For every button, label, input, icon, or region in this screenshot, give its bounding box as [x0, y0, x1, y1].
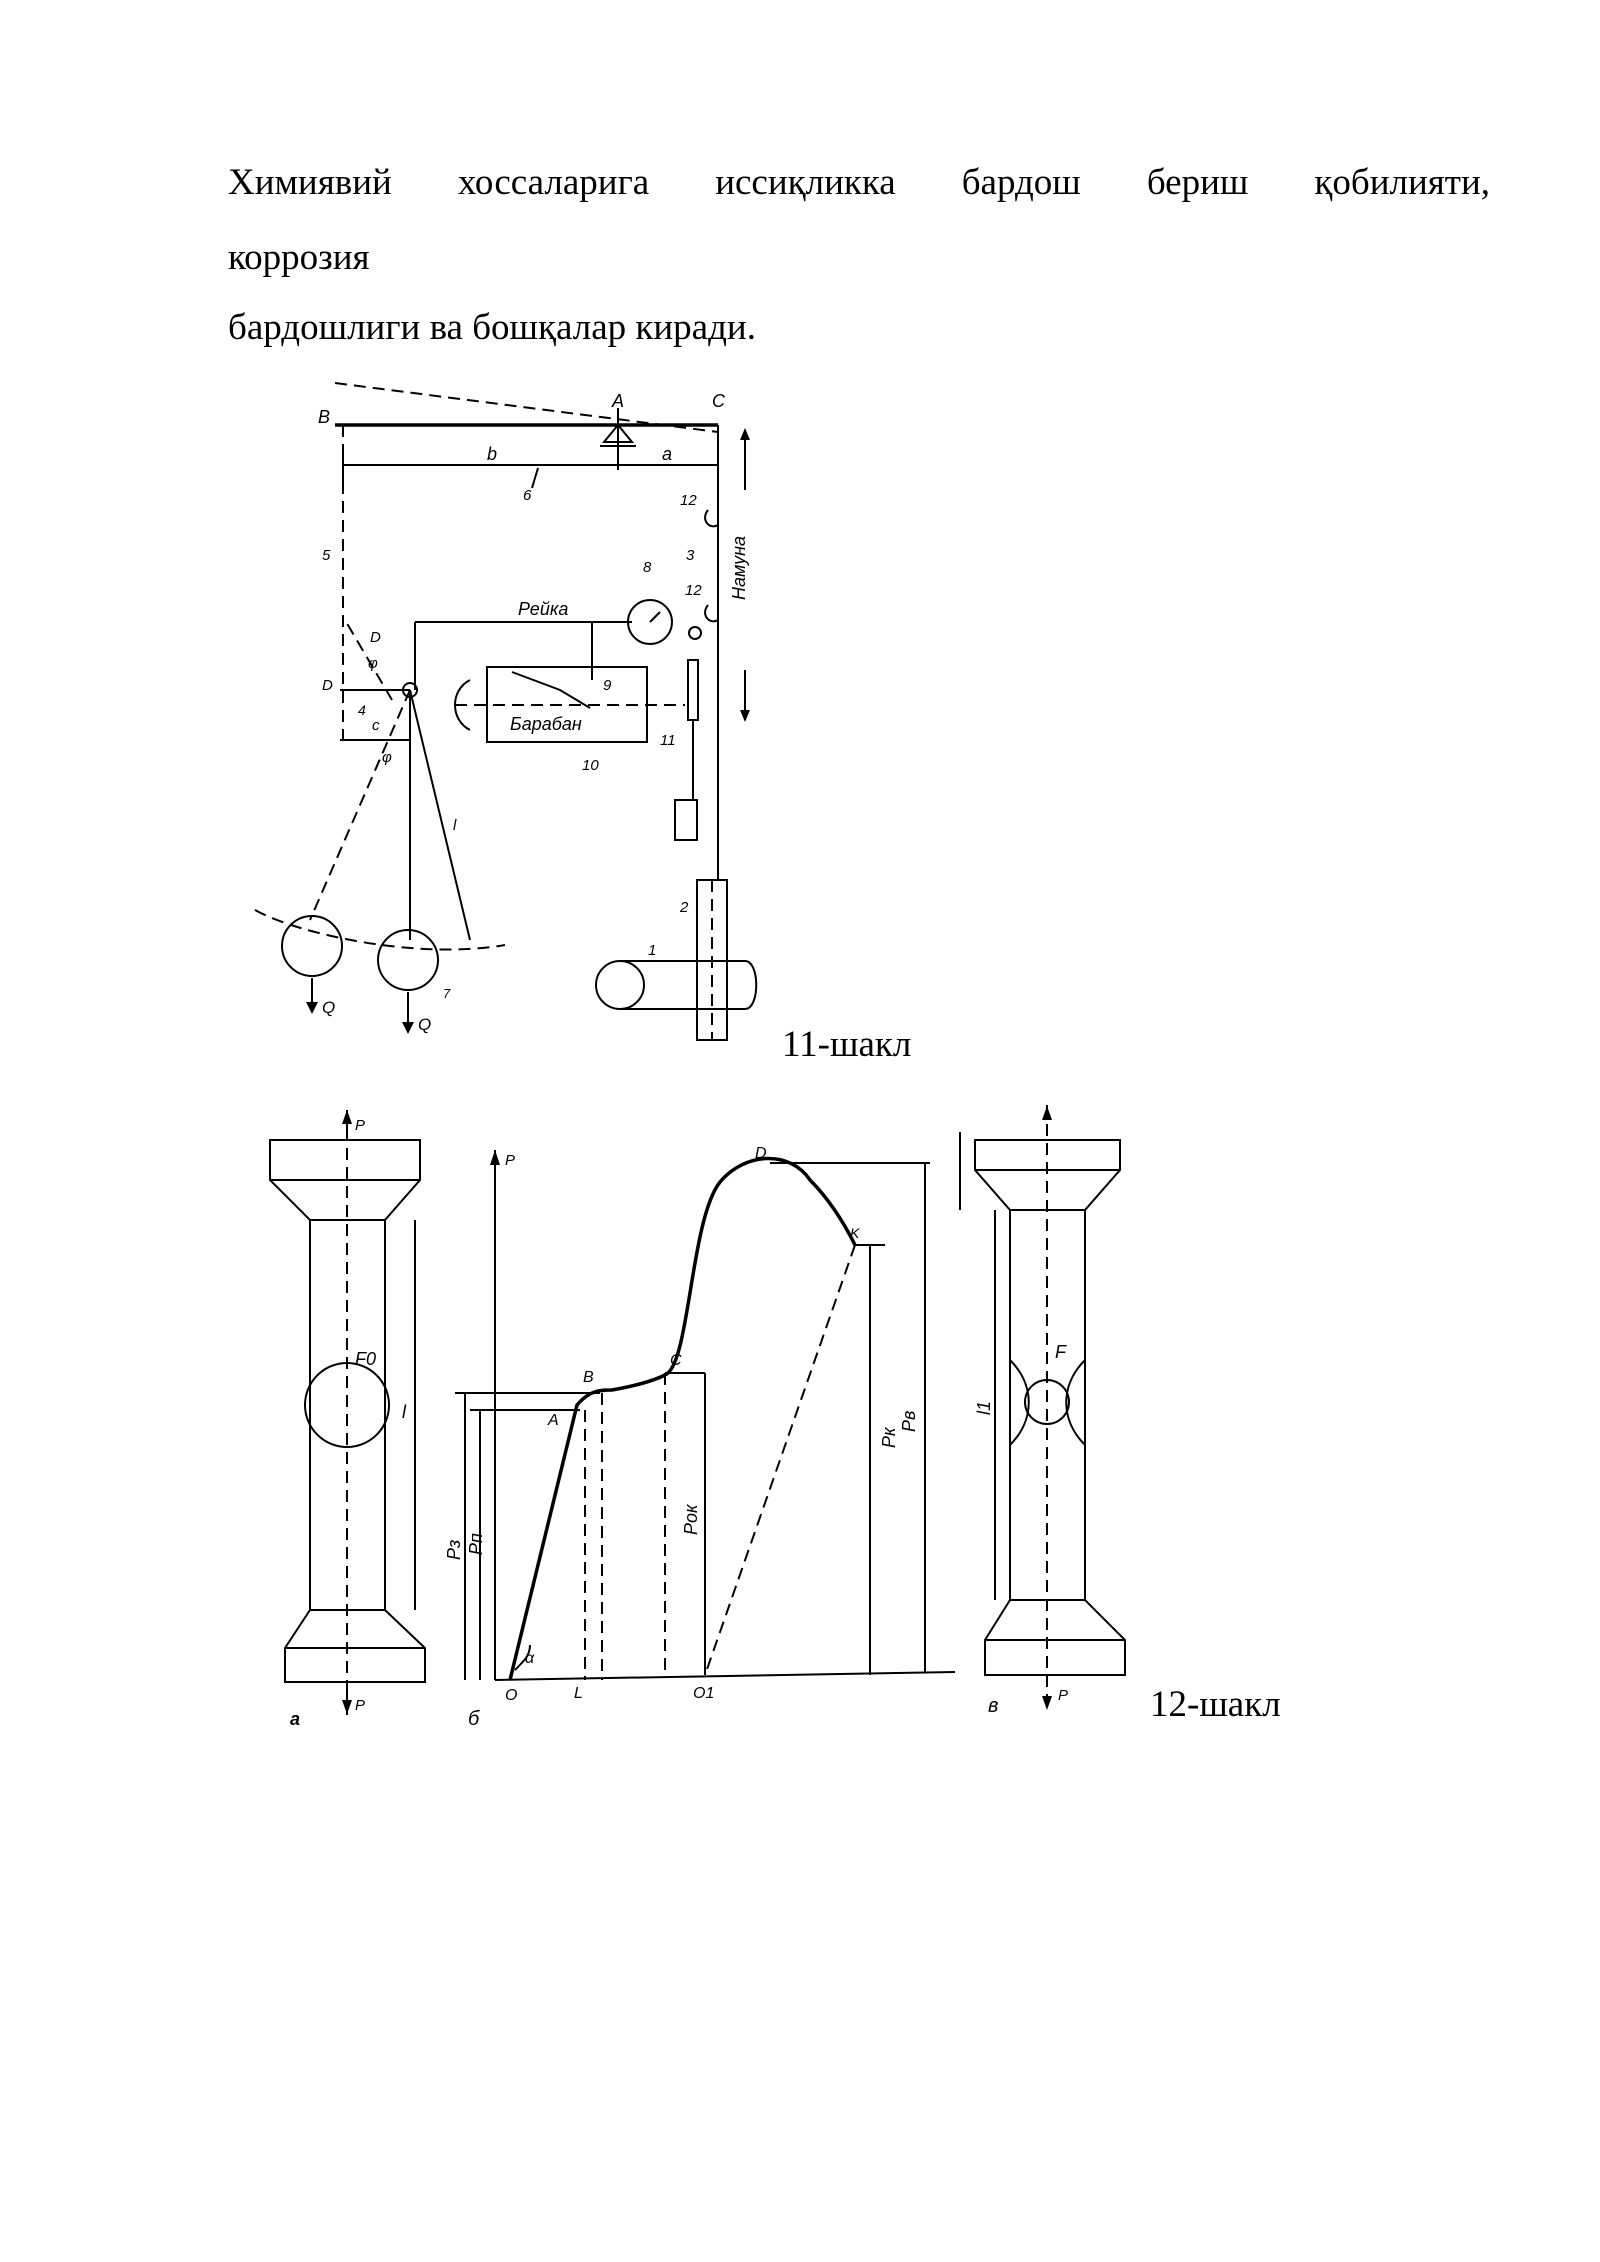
fig12-label-L: L	[574, 1685, 583, 1702]
fig11-label-a: a	[662, 444, 672, 464]
fig12-label-O1: O1	[693, 1685, 714, 1702]
fig11-label-c: c	[372, 717, 380, 734]
fig12-label-b: б	[468, 1708, 480, 1730]
fig11-label-Q2: Q	[418, 1015, 431, 1034]
fig11-label-A: A	[611, 391, 624, 411]
fig11-label-4: 4	[358, 702, 366, 718]
fig12-label-Pk: Pк	[879, 1426, 899, 1448]
fig12-label-B: B	[583, 1369, 594, 1386]
figure-11-caption: 11-шакл	[782, 1024, 912, 1065]
body-text-line-2: коррозия	[228, 237, 370, 278]
fig12-label-Pok: Pок	[681, 1503, 701, 1535]
fig11-label-12a: 12	[680, 492, 697, 509]
fig11-label-sample: Намуна	[729, 536, 749, 600]
fig11-label-B: B	[318, 407, 330, 427]
fig11-label-rack: Рейка	[518, 599, 568, 619]
fig12-label-v: в	[988, 1695, 998, 1717]
fig11-label-7: 7	[443, 986, 451, 1001]
fig12-label-l: l	[402, 1402, 407, 1422]
fig11-label-phi1: φ	[368, 655, 378, 672]
fig11-label-phi2: φ	[382, 749, 392, 766]
fig12-label-C: C	[670, 1352, 682, 1369]
fig11-label-6: 6	[523, 487, 532, 504]
figure-12-caption: 12-шакл	[1150, 1684, 1281, 1725]
fig11-label-D1: D	[370, 629, 381, 646]
fig11-label-2: 2	[679, 899, 689, 916]
fig11-label-Q1: Q	[322, 998, 335, 1017]
fig12-label-K: K	[850, 1225, 860, 1241]
fig12-label-alpha: α	[525, 1650, 535, 1667]
body-text-line-1: Химиявий хоссаларига иссиқликка бардош б…	[228, 162, 1490, 203]
fig12-label-Pv: Pв	[899, 1411, 919, 1432]
fig12-label-A: A	[547, 1412, 559, 1429]
fig12-label-F: F	[1055, 1342, 1067, 1362]
fig11-label-l: l	[453, 817, 457, 834]
fig11-label-D2: D	[322, 677, 333, 694]
fig11-label-9: 9	[603, 677, 612, 694]
fig12-label-F0: F0	[355, 1349, 376, 1369]
fig11-label-5: 5	[322, 547, 331, 564]
fig12-label-a: а	[290, 1709, 300, 1729]
fig11-label-C: C	[712, 391, 726, 411]
fig11-label-1: 1	[648, 942, 656, 959]
fig12-label-Pz: Pз	[444, 1540, 464, 1560]
fig12-label-P-top-a: P	[355, 1117, 365, 1134]
fig11-label-11: 11	[660, 732, 676, 749]
fig12-label-D: D	[755, 1145, 767, 1162]
fig12-label-O: O	[505, 1687, 517, 1704]
fig11-label-drum: Барабан	[510, 714, 582, 734]
fig12-label-Pp: Pп	[466, 1533, 486, 1555]
body-text-line-3: бардошлиги ва бошқалар киради.	[228, 307, 756, 348]
fig11-label-12b: 12	[685, 582, 702, 599]
fig12-label-P-axis: P	[505, 1152, 515, 1169]
fig12-label-P-bot-v: P	[1058, 1687, 1068, 1704]
fig12-label-P-bot-a: P	[355, 1697, 365, 1714]
fig11-label-8: 8	[643, 559, 652, 576]
fig11-label-b: b	[487, 444, 497, 464]
fig11-label-3: 3	[686, 547, 695, 564]
fig12-label-l1: l1	[974, 1401, 994, 1415]
fig11-label-10: 10	[582, 757, 599, 774]
